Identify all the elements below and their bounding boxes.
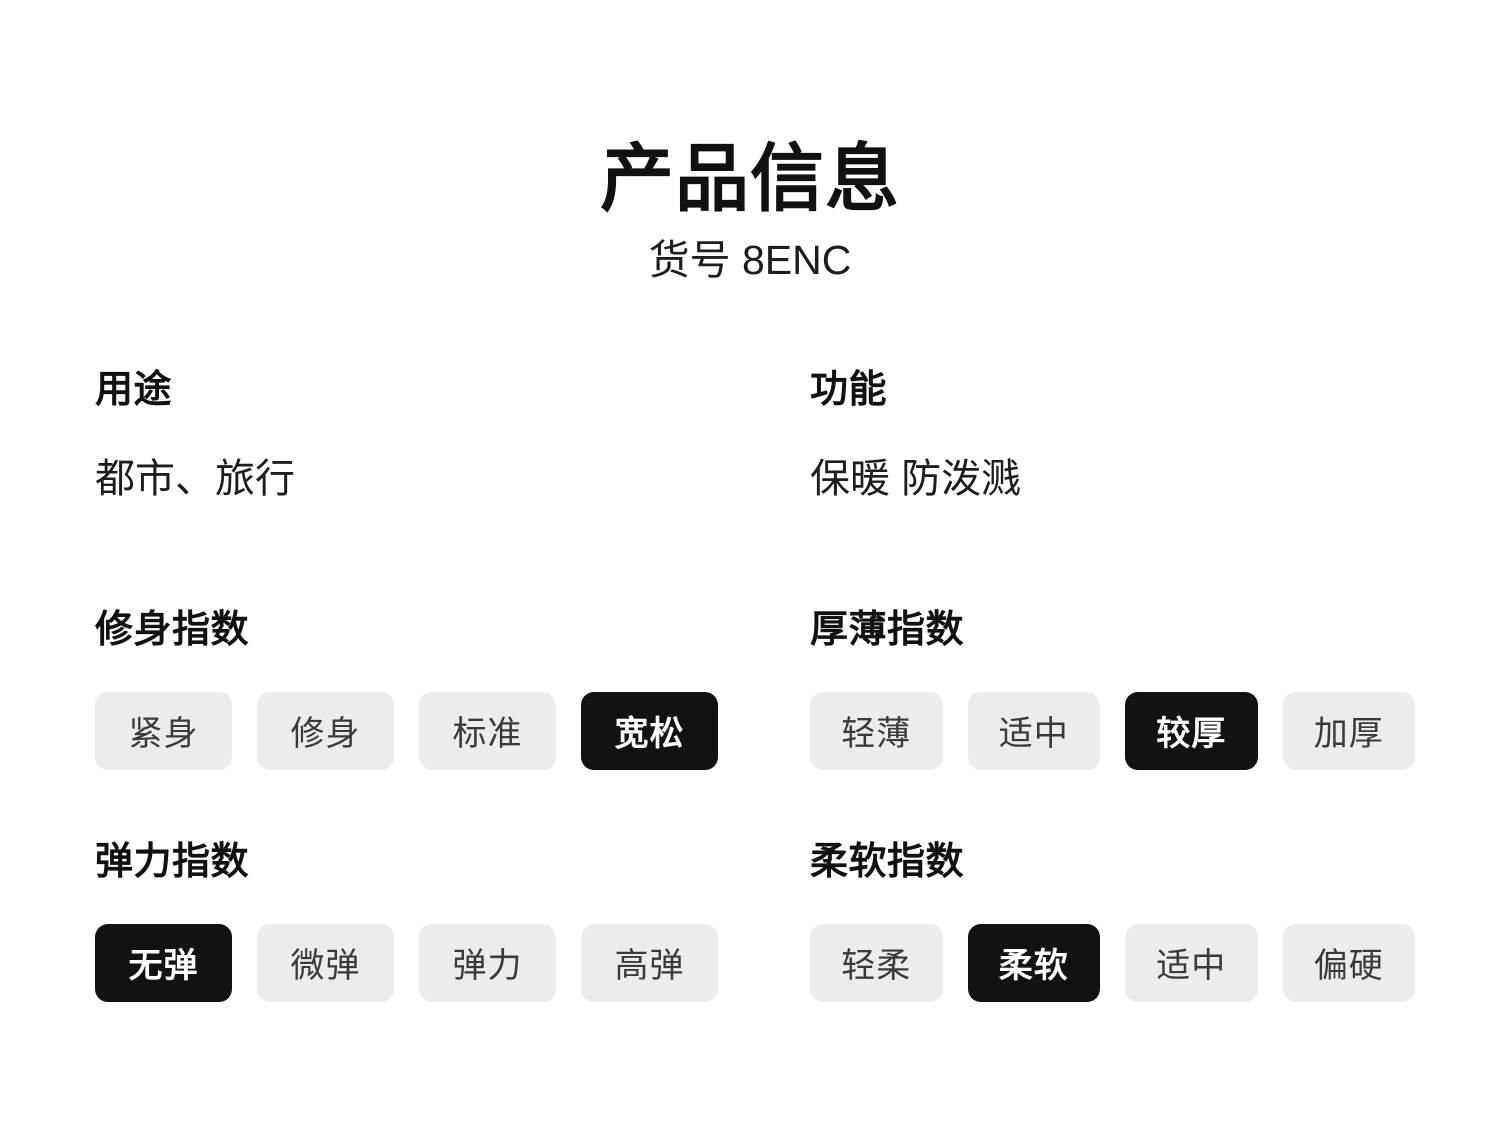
pill-fit-index-1[interactable]: 修身	[257, 691, 394, 770]
pill-fit-index-2[interactable]: 标准	[419, 691, 556, 770]
attribute-value-function: 保暖 防泼溅	[810, 456, 1022, 501]
pill-elasticity-index-0[interactable]: 无弹	[95, 923, 232, 1002]
attribute-heading-softness-index: 柔软指数	[810, 841, 965, 883]
attribute-heading-usage: 用途	[95, 369, 173, 411]
pill-softness-index-2[interactable]: 适中	[1125, 923, 1258, 1002]
attribute-grid: 用途 都市、旅行 功能 保暖 防泼溅 修身指数 紧身 修身 标准 宽松 厚薄指数…	[95, 369, 1415, 1002]
attribute-heading-fit-index: 修身指数	[95, 609, 250, 651]
pill-softness-index-1[interactable]: 柔软	[967, 923, 1100, 1002]
pill-row-thickness-index: 轻薄 适中 较厚 加厚	[810, 691, 1415, 770]
pill-thickness-index-3[interactable]: 加厚	[1282, 691, 1415, 770]
attribute-softness-index: 柔软指数 轻柔 柔软 适中 偏硬	[810, 841, 1415, 1002]
pill-elasticity-index-2[interactable]: 弹力	[419, 923, 556, 1002]
pill-row-fit-index: 紧身 修身 标准 宽松	[95, 691, 810, 770]
pill-row-softness-index: 轻柔 柔软 适中 偏硬	[810, 923, 1415, 1002]
attribute-heading-elasticity-index: 弹力指数	[95, 841, 250, 883]
pill-thickness-index-0[interactable]: 轻薄	[810, 691, 943, 770]
attribute-thickness-index: 厚薄指数 轻薄 适中 较厚 加厚	[810, 609, 1415, 770]
page-title: 产品信息	[600, 137, 900, 220]
attribute-value-usage: 都市、旅行	[95, 456, 295, 501]
pill-row-elasticity-index: 无弹 微弹 弹力 高弹	[95, 923, 810, 1002]
pill-thickness-index-2[interactable]: 较厚	[1125, 691, 1258, 770]
pill-fit-index-0[interactable]: 紧身	[95, 691, 232, 770]
page-header: 产品信息 货号 8ENC	[0, 140, 1500, 285]
pill-softness-index-3[interactable]: 偏硬	[1282, 923, 1415, 1002]
attribute-heading-thickness-index: 厚薄指数	[810, 609, 965, 651]
attribute-heading-function: 功能	[810, 369, 888, 411]
pill-elasticity-index-3[interactable]: 高弹	[581, 923, 718, 1002]
pill-fit-index-3[interactable]: 宽松	[581, 691, 718, 770]
pill-elasticity-index-1[interactable]: 微弹	[257, 923, 394, 1002]
attribute-elasticity-index: 弹力指数 无弹 微弹 弹力 高弹	[95, 841, 810, 1002]
product-code: 货号 8ENC	[648, 236, 852, 283]
pill-softness-index-0[interactable]: 轻柔	[810, 923, 943, 1002]
attribute-usage: 用途 都市、旅行	[95, 369, 810, 502]
pill-thickness-index-1[interactable]: 适中	[967, 691, 1100, 770]
attribute-function: 功能 保暖 防泼溅	[810, 369, 1415, 502]
attribute-fit-index: 修身指数 紧身 修身 标准 宽松	[95, 609, 810, 770]
